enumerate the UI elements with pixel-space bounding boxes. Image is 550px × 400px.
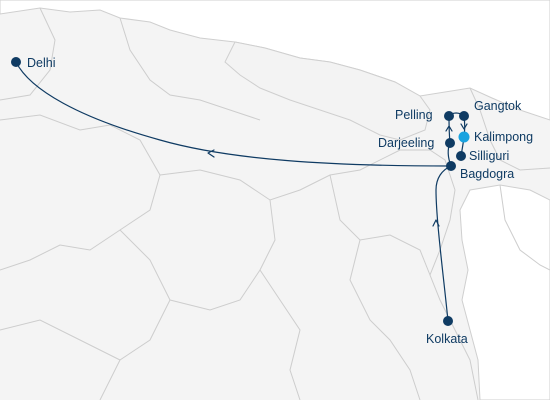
stop-label-darjeeling: Darjeeling [378, 136, 434, 150]
arrow-left-icon [207, 149, 215, 158]
stop-kalimpong[interactable] [458, 131, 470, 143]
stop-pelling[interactable] [444, 111, 454, 121]
eastern-region [459, 184, 550, 400]
stop-silliguri[interactable] [456, 151, 466, 161]
arrow-up-icon [445, 125, 453, 132]
stop-label-kolkata: Kolkata [426, 332, 468, 346]
stop-bagdogra[interactable] [446, 161, 456, 171]
stop-kolkata[interactable] [443, 316, 453, 326]
arrow-down-icon [460, 123, 468, 130]
route-kolkata-bagdogra [435, 165, 452, 322]
stop-label-gangtok: Gangtok [474, 99, 522, 113]
stop-label-delhi: Delhi [27, 56, 56, 70]
stop-markers[interactable] [11, 57, 470, 326]
stop-labels: Delhi Pelling Gangtok Kalimpong Darjeeli… [27, 56, 533, 346]
stop-gangtok[interactable] [459, 111, 469, 121]
route-arrows [207, 123, 468, 227]
nepal-region [224, 41, 431, 141]
arrow-up-icon [432, 219, 440, 227]
stop-darjeeling[interactable] [445, 138, 455, 148]
stop-label-silliguri: Silliguri [469, 149, 509, 163]
stop-label-bagdogra: Bagdogra [460, 167, 514, 181]
route-bagdogra-delhi [15, 61, 452, 167]
stop-label-pelling: Pelling [395, 108, 433, 122]
stop-label-kalimpong: Kalimpong [474, 130, 533, 144]
map-borders [0, 7, 550, 400]
stop-delhi[interactable] [11, 57, 21, 67]
